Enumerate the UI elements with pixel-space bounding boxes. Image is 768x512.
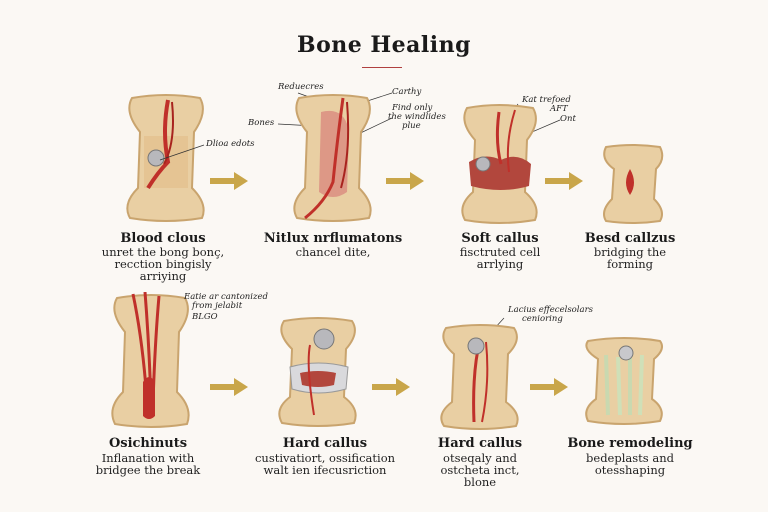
bone-illustration-inflammation xyxy=(285,92,381,224)
stage-description: walt ien ifecusriction xyxy=(263,463,387,477)
stage-title: Hard callus xyxy=(437,436,523,451)
stage-description: chancel dite, xyxy=(295,245,371,259)
stage-description: bridging the xyxy=(593,245,667,259)
stage-description: recction bingisly xyxy=(114,257,212,271)
stage-description: blone xyxy=(463,475,497,489)
page-title: Bone Healing xyxy=(296,32,472,58)
annotation-label: Eatie ar cantonized xyxy=(184,292,268,302)
stage-title: Hard callus xyxy=(282,436,368,451)
annotation-label: Reduecres xyxy=(278,82,324,92)
title-underline xyxy=(362,67,402,68)
bone-illustration-hard-callus xyxy=(270,315,366,429)
annotation-label: AFT xyxy=(550,104,568,114)
annotation-label: Kat trefoed xyxy=(522,95,571,105)
stage-description: fisctruted cell xyxy=(459,245,541,259)
stage-description: arrlying xyxy=(476,257,524,271)
stage-description: arriying xyxy=(139,269,187,283)
stage-title: Nitlux nrflumatons xyxy=(263,231,403,246)
annotation-label: cenioring xyxy=(522,314,563,324)
stage-description: ostcheta inct, xyxy=(440,463,520,477)
stage-description: bedeplasts and xyxy=(586,451,674,465)
annotation-label: plue xyxy=(402,121,421,131)
annotation-label: Ont xyxy=(560,114,576,124)
annotation-label: Find only xyxy=(392,103,433,113)
arrow-right-icon xyxy=(545,172,583,190)
annotation-label: Dlioa edots xyxy=(206,139,255,149)
arrow-right-icon xyxy=(386,172,424,190)
bone-illustration-soft-callus xyxy=(455,102,545,226)
stage-description: otesshaping xyxy=(594,463,666,477)
stage-description: bridgee the break xyxy=(95,463,201,477)
arrow-right-icon xyxy=(372,378,410,396)
stage-description: unret the bong bonç, xyxy=(101,245,225,259)
bone-illustration-bony-callus xyxy=(598,143,668,225)
annotation-label: the windlides xyxy=(388,112,446,122)
annotation-label: Bones xyxy=(248,118,275,128)
arrow-right-icon xyxy=(210,378,248,396)
stage-description: forming xyxy=(606,257,654,271)
annotation-label: Lacius effecelsolars xyxy=(508,305,594,315)
stage-title: Blood clous xyxy=(120,231,206,246)
stage-title: Osichinuts xyxy=(108,436,188,451)
stage-title: Besd callzus xyxy=(584,231,676,246)
annotation-label: from jelabit xyxy=(192,301,243,311)
annotation-label: BLGO xyxy=(192,312,218,322)
stage-description: Inflanation with xyxy=(101,451,195,465)
stage-title: Soft callus xyxy=(461,231,539,246)
bone-illustration-ossification xyxy=(103,292,199,430)
bone-illustration-hard-callus-2 xyxy=(434,322,526,432)
arrow-right-icon xyxy=(530,378,568,396)
annotation-label: Carthy xyxy=(392,87,422,97)
bone-illustration-remodeling xyxy=(578,335,670,427)
stage-title: Bone remodeling xyxy=(567,436,693,451)
stage-description: otseqaly and xyxy=(443,451,517,465)
stage-description: custivatiort, ossification xyxy=(254,451,396,465)
arrow-right-icon xyxy=(210,172,248,190)
